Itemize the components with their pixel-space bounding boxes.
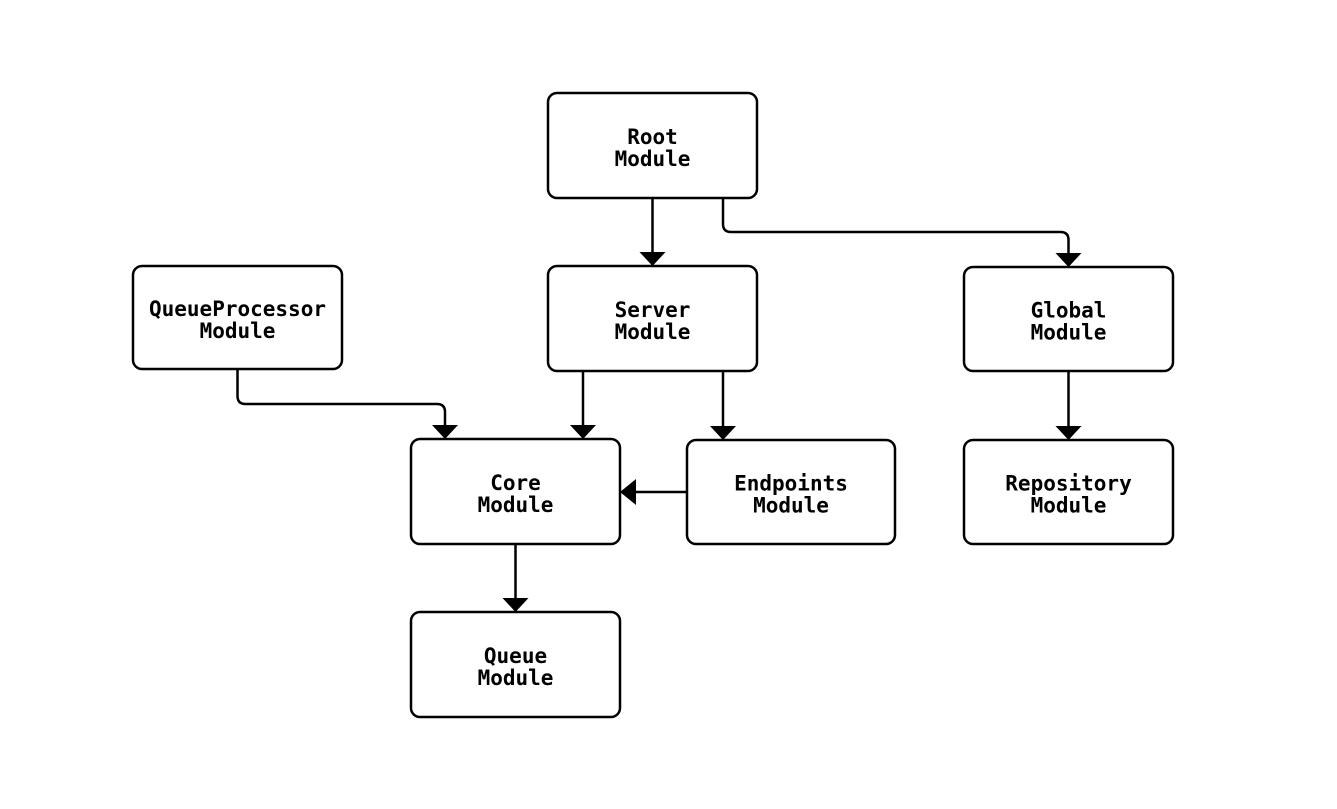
- arrowhead-root-to-server: [639, 252, 666, 266]
- arrowhead-server-to-core: [570, 425, 596, 439]
- node-repository-module-box: [962, 438, 1175, 546]
- node-server-module-box: [546, 264, 759, 373]
- node-root-module-label-line1: Root: [627, 125, 678, 149]
- nodes-layer: Root Module Server Module QueueProcessor…: [131, 91, 1175, 719]
- node-queueprocessor-module-box: [131, 264, 344, 371]
- node-core-module-box: [409, 437, 622, 546]
- node-repository-module: Repository Module: [962, 438, 1175, 546]
- node-server-module-label-line1: Server: [615, 298, 691, 322]
- edges-layer: [236, 198, 1082, 612]
- node-queueprocessor-module-label-line2: Module: [200, 319, 276, 343]
- edge-queueprocessor-to-core: [236, 369, 447, 425]
- arrowhead-root-to-global: [1055, 253, 1082, 267]
- node-queue-module-label-line1: Queue: [484, 644, 547, 668]
- node-repository-module-label-line2: Module: [1031, 494, 1107, 518]
- node-core-module: Core Module: [409, 437, 622, 546]
- node-core-module-label-line2: Module: [478, 493, 554, 517]
- node-server-module: Server Module: [546, 264, 759, 373]
- arrowhead-core-to-queue: [502, 598, 529, 612]
- arrowhead-global-to-repository: [1055, 426, 1082, 440]
- node-endpoints-module: Endpoints Module: [685, 438, 897, 546]
- node-endpoints-module-box: [685, 438, 897, 546]
- node-global-module: Global Module: [962, 265, 1175, 373]
- edge-root-to-global: [721, 198, 1070, 253]
- node-queue-module-box: [409, 610, 622, 719]
- node-root-module-box: [546, 91, 759, 200]
- arrowhead-server-to-endpoints: [710, 426, 736, 440]
- node-root-module: Root Module: [546, 91, 759, 200]
- node-server-module-label-line2: Module: [615, 320, 691, 344]
- node-core-module-label-line1: Core: [490, 471, 541, 495]
- node-queue-module-label-line2: Module: [478, 666, 554, 690]
- node-repository-module-label-line1: Repository: [1005, 472, 1132, 496]
- node-global-module-box: [962, 265, 1175, 373]
- node-endpoints-module-label-line1: Endpoints: [734, 472, 848, 496]
- arrowhead-endpoints-to-core: [620, 479, 636, 505]
- node-endpoints-module-label-line2: Module: [753, 494, 829, 518]
- node-global-module-label-line2: Module: [1031, 321, 1107, 345]
- arrowhead-queueprocessor-to-core: [432, 425, 458, 439]
- node-global-module-label-line1: Global: [1031, 299, 1107, 323]
- node-root-module-label-line2: Module: [615, 147, 691, 171]
- node-queue-module: Queue Module: [409, 610, 622, 719]
- node-queueprocessor-module-label-line1: QueueProcessor: [149, 297, 326, 321]
- node-queueprocessor-module: QueueProcessor Module: [131, 264, 344, 371]
